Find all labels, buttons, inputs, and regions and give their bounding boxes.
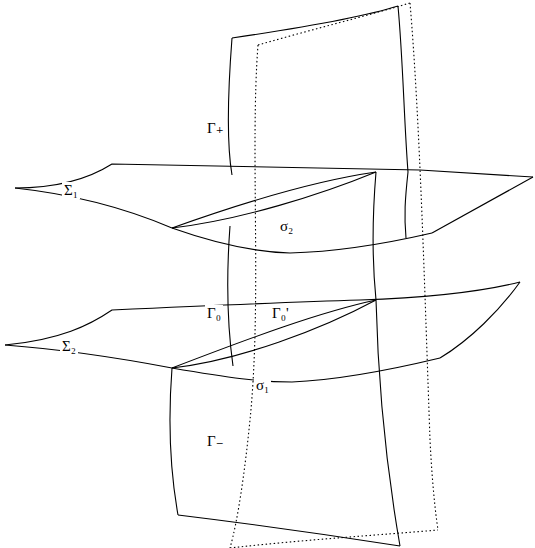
surface-label: σ₁ — [254, 377, 271, 394]
surface-label: Γ₋ — [205, 433, 226, 450]
surface-label: σ₂ — [278, 218, 295, 235]
lower-horizontal-sheet — [5, 282, 520, 382]
upper-lens — [172, 172, 376, 228]
surface-label: Σ₁ — [62, 182, 80, 199]
surface-label: Σ₂ — [60, 338, 78, 355]
lower-vertical-sheet — [170, 300, 400, 546]
upper-vertical-sheet — [228, 6, 408, 175]
lower-lens — [172, 300, 376, 368]
dotted-sheet — [230, 3, 438, 548]
surface-label: Γ₊ — [205, 120, 226, 137]
surface-label: Γ₀' — [270, 305, 291, 322]
surface-label: Γ₀ — [205, 305, 223, 322]
upper-horizontal-sheet — [15, 164, 533, 253]
